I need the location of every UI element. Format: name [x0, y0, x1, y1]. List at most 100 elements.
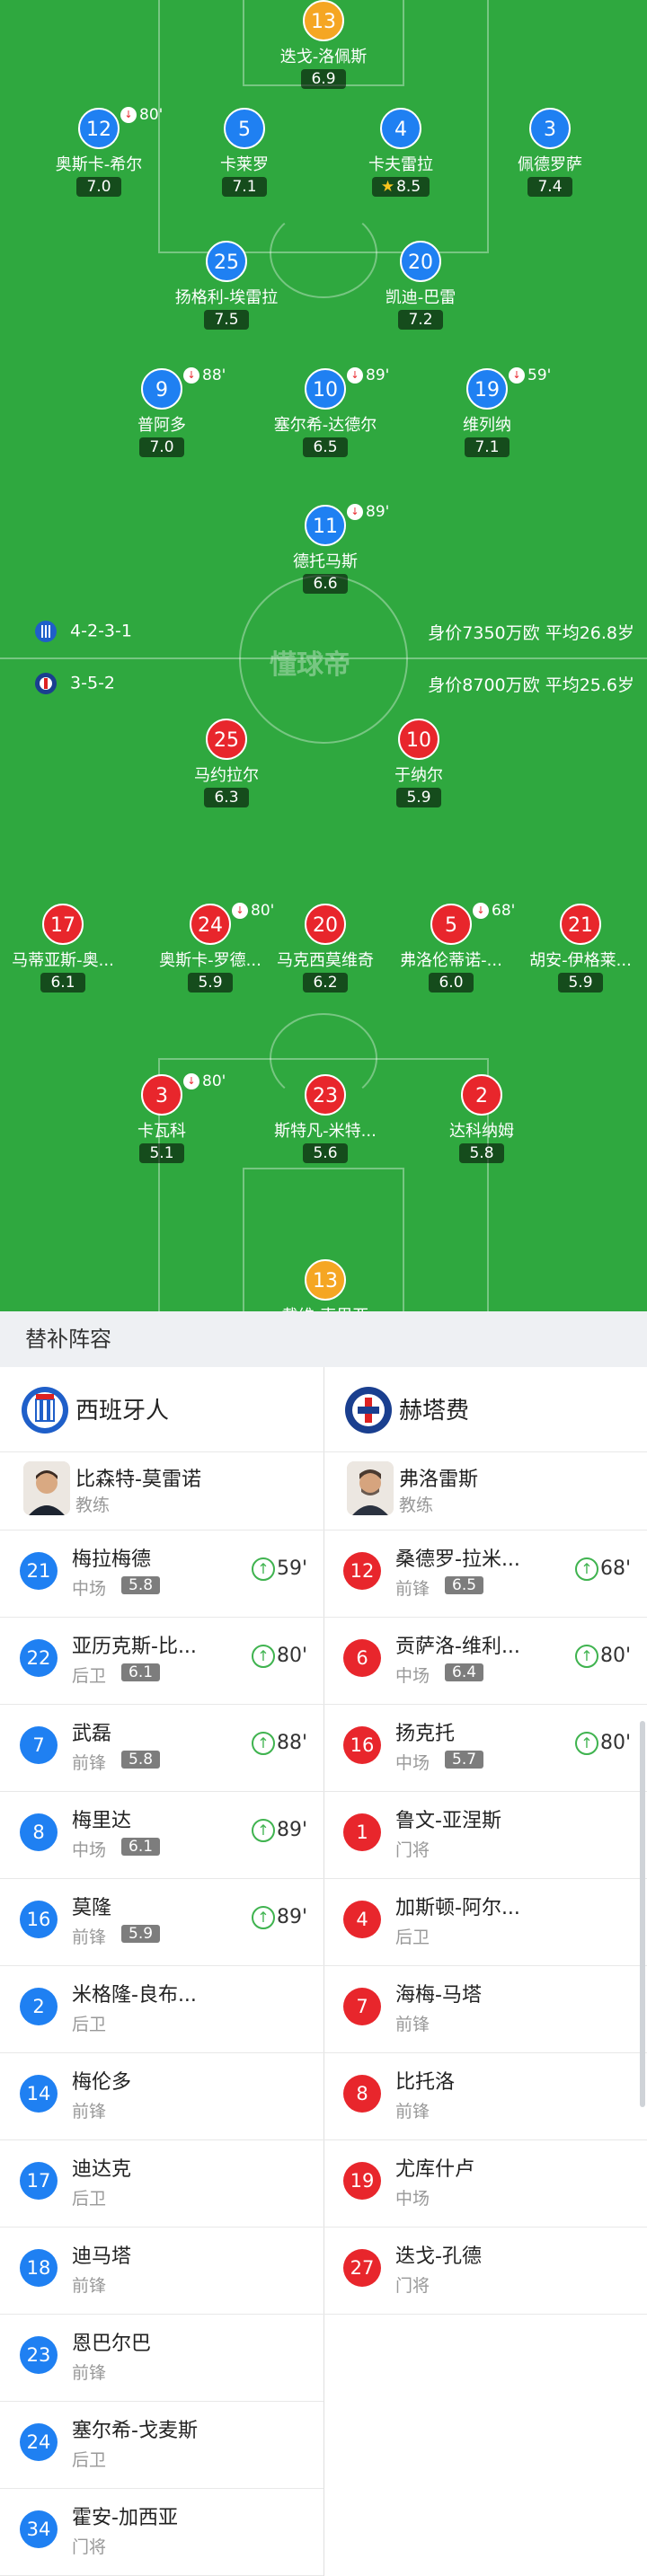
away-coach[interactable]: 弗洛雷斯 教练	[324, 1452, 647, 1531]
sub-in-indicator: ↑89'	[251, 1819, 307, 1842]
player-number: 12	[78, 108, 120, 149]
sub-number: 19	[343, 2162, 381, 2200]
player-rating: 6.5	[303, 437, 348, 457]
player-rating: 7.5	[204, 310, 249, 330]
player-name: 扬格利-埃雷拉	[174, 288, 279, 307]
sub-in-minute: 59'	[276, 1557, 307, 1580]
sub-off-icon: ↓	[509, 367, 525, 384]
home-subs-team-header[interactable]: 西班牙人	[0, 1367, 324, 1452]
player-rating-value: 7.5	[214, 311, 239, 329]
player-number: 10	[305, 368, 346, 410]
sub-name: 恩巴尔巴	[72, 2333, 152, 2355]
sub-off-minute: 80'	[139, 106, 164, 124]
sub-in-arrow-icon: ↑	[574, 1557, 598, 1581]
sub-in-arrow-icon: ↑	[251, 1645, 275, 1668]
player-name: 卡瓦科	[137, 1122, 186, 1141]
sub-off-minute: 88'	[202, 366, 226, 384]
getafe-crest-icon	[34, 672, 58, 695]
away-player[interactable]: 5↓68'弗洛伦蒂诺-...6.0	[379, 902, 523, 992]
sub-name: 比托洛	[395, 2071, 456, 2094]
sub-position: 前锋	[72, 1753, 107, 1773]
player-number: 21	[560, 904, 601, 945]
away-player[interactable]: 24↓80'奥斯卡-罗德...5.9	[138, 902, 282, 992]
sub-name: 海梅-马塔	[395, 1984, 482, 2007]
sub-name: 莫隆	[72, 1897, 112, 1919]
player-number: 23	[305, 1074, 346, 1116]
watermark: 懂球帝	[270, 649, 350, 681]
player-rating: 7.0	[76, 177, 121, 197]
player-rating: 6.3	[204, 788, 249, 807]
sub-off-icon: ↓	[120, 107, 137, 123]
home-team-info: 身价7350万欧 平均26.8岁	[428, 623, 634, 643]
sub-number: 7	[20, 1726, 58, 1764]
sub-name: 加斯顿-阿尔...	[395, 1897, 520, 1919]
sub-position: 门将	[395, 1840, 430, 1860]
sub-in-indicator: ↑59'	[251, 1557, 307, 1581]
sub-number: 27	[343, 2249, 381, 2287]
away-player[interactable]: 13戴维-索里亚5.8	[253, 1259, 397, 1311]
sub-in-minute: 80'	[276, 1645, 307, 1667]
sub-name: 米格隆-良布...	[72, 1984, 197, 2007]
sub-off-icon: ↓	[232, 903, 248, 919]
home-coach[interactable]: 比森特-莫雷诺 教练	[0, 1452, 324, 1531]
player-rating-value: 7.1	[232, 178, 257, 196]
sub-in-arrow-icon: ↑	[251, 1557, 275, 1581]
away-penalty-arc	[270, 1013, 377, 1103]
sub-name: 梅拉梅德	[72, 1548, 152, 1571]
coach-role: 教练	[75, 1495, 111, 1515]
player-rating-value: 5.9	[198, 974, 223, 992]
scrollbar[interactable]	[640, 1721, 645, 2107]
sub-name: 亚历克斯-比...	[72, 1636, 197, 1658]
away-subs-team-header[interactable]: 赫塔费	[324, 1367, 647, 1452]
sub-position: 前锋	[72, 1928, 107, 1947]
sub-rating: 6.1	[121, 1663, 161, 1681]
player-rating-value: 6.2	[313, 974, 338, 992]
sub-number: 22	[20, 1639, 58, 1677]
player-rating-value: 6.6	[313, 575, 338, 593]
sub-off-icon: ↓	[183, 1073, 199, 1090]
coach-avatar	[347, 1461, 394, 1515]
sub-position: 前锋	[72, 2102, 107, 2122]
player-number: 5	[430, 904, 472, 945]
